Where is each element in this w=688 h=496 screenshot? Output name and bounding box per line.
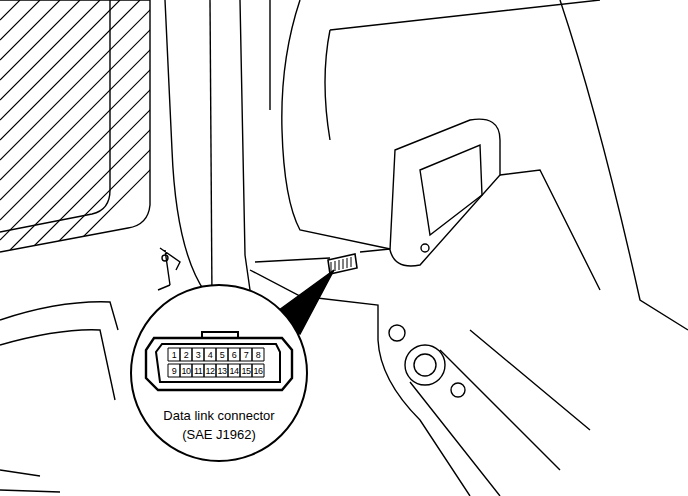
pin-number: 16 [253, 365, 264, 377]
callout-caption: Data link connector (SAE J1962) [156, 406, 282, 444]
panel-cover [390, 119, 500, 266]
pin-number: 2 [181, 349, 192, 361]
pin-number: 3 [193, 349, 204, 361]
pin-number: 14 [229, 365, 240, 377]
magnified-callout: Data link connector (SAE J1962) 12345678 9… [130, 284, 308, 462]
pin-number: 9 [169, 365, 180, 377]
pin-number: 11 [193, 365, 204, 377]
pin-number: 7 [241, 349, 252, 361]
pin-number: 13 [217, 365, 228, 377]
pin-number: 4 [205, 349, 216, 361]
pin-number: 12 [205, 365, 216, 377]
pin-number: 5 [217, 349, 228, 361]
pin-number: 8 [253, 349, 264, 361]
pin-number: 10 [181, 365, 192, 377]
pin-number: 15 [241, 365, 252, 377]
pin-number: 1 [169, 349, 180, 361]
pin-number: 6 [229, 349, 240, 361]
